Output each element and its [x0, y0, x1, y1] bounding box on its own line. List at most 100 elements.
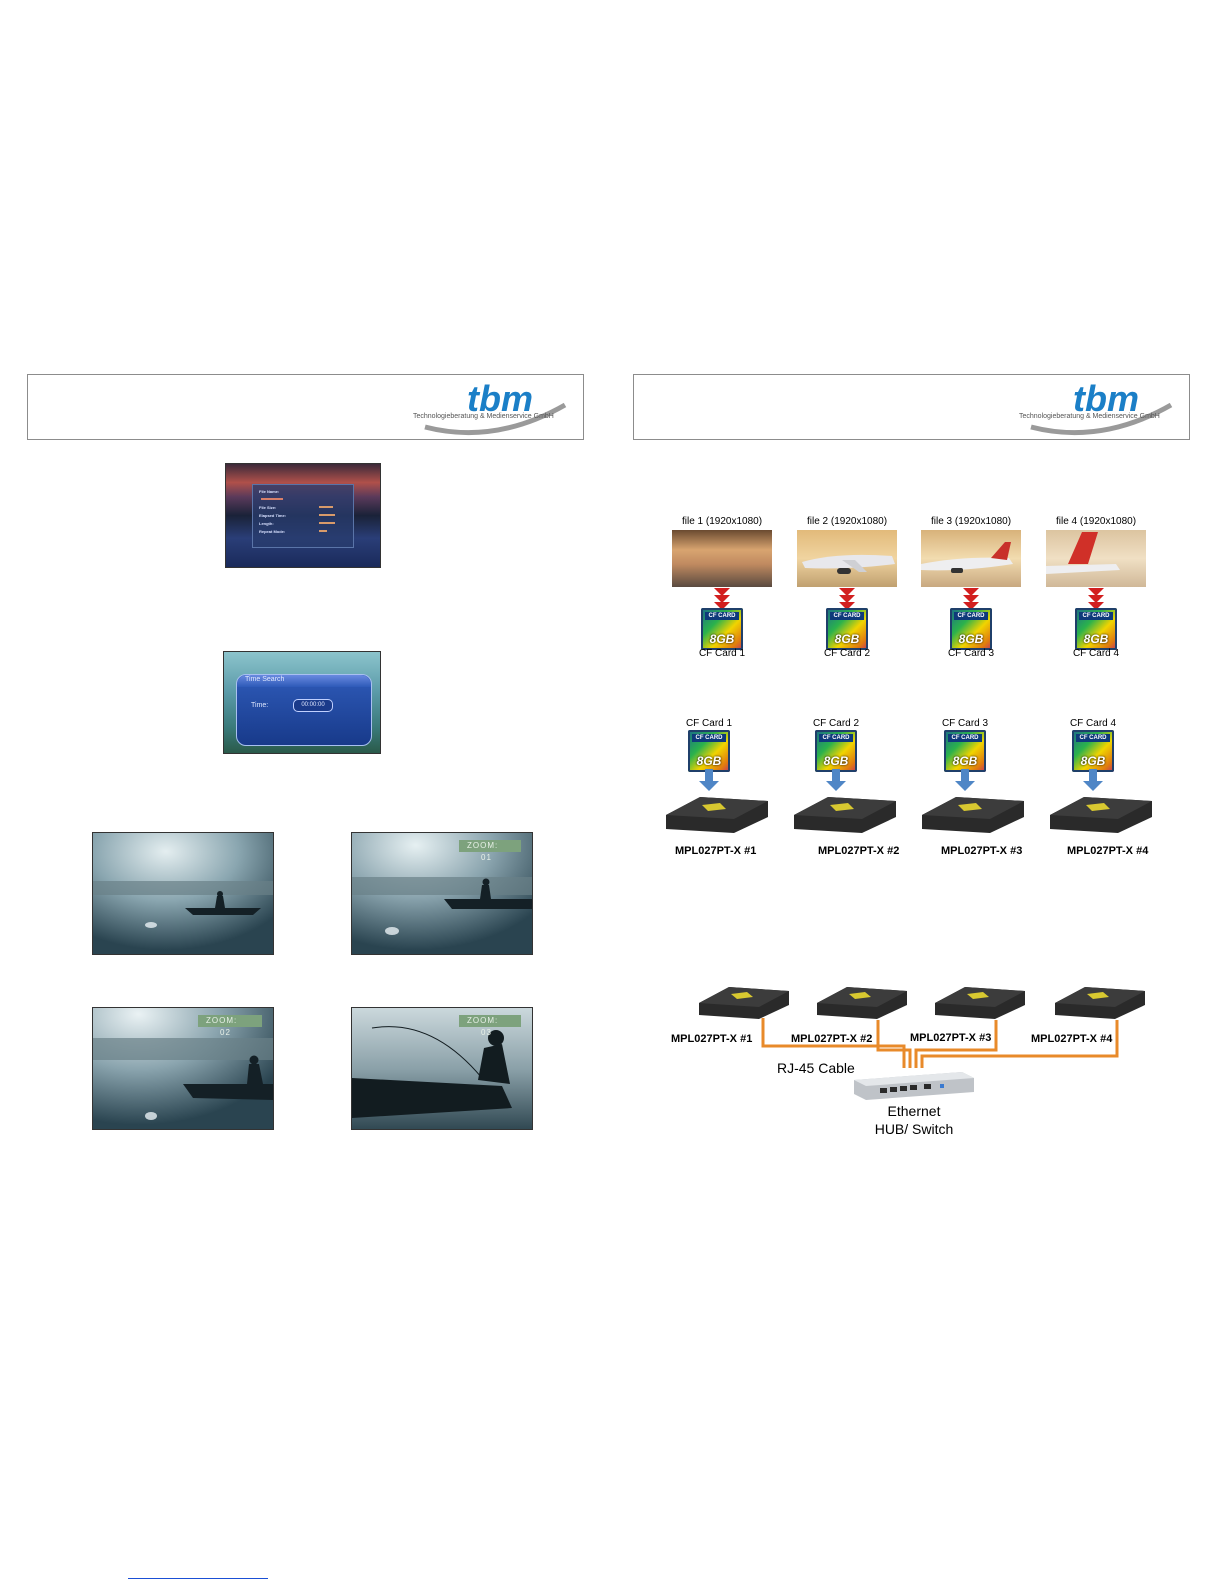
- cf-card-badge-text: CF CARD: [830, 612, 864, 620]
- device-label: MPL027PT-X #3: [910, 1032, 992, 1044]
- download-arrow-icon: [839, 588, 855, 610]
- zoom-value: 01: [481, 853, 492, 862]
- cf-card-icon: CF CARD 8GB: [944, 730, 986, 772]
- logo-subtitle: Technologieberatung & Medienservice GmbH: [413, 413, 554, 420]
- zoom-value: 03: [481, 1028, 492, 1037]
- file-info-label: File Size:: [259, 505, 277, 510]
- zoom-indicator: ZOOM: 03: [459, 1015, 521, 1037]
- cf-card-label: CF Card 2: [823, 648, 871, 659]
- media-player-device-icon: [1050, 797, 1152, 833]
- cf-card-label: CF Card 2: [812, 718, 860, 729]
- download-arrow-icon: [714, 588, 730, 610]
- cf-card-label: CF Card 1: [698, 648, 746, 659]
- media-player-device-icon: [817, 987, 907, 1019]
- file-info-panel: File Name: File Size: Elapsed Time: Leng…: [252, 484, 354, 548]
- logo-text: tbm: [467, 378, 533, 419]
- cf-card-capacity: 8GB: [952, 754, 978, 768]
- cf-card-capacity: 8GB: [1080, 754, 1106, 768]
- elapsed-value-blur: [319, 514, 335, 516]
- cf-card-capacity: 8GB: [958, 632, 984, 646]
- logo-text: tbm: [1073, 378, 1139, 419]
- zoom-label: ZOOM:: [206, 1016, 238, 1025]
- switch-label-line-2: HUB/ Switch: [874, 1121, 954, 1137]
- file-label: file 4 (1920x1080): [1055, 516, 1137, 527]
- cf-card-label: CF Card 4: [1069, 718, 1117, 729]
- zoom-screenshot-4: ZOOM: 03: [351, 1007, 533, 1130]
- cf-card-icon: CF CARD 8GB: [815, 730, 857, 772]
- cf-card-badge-text: CF CARD: [1076, 734, 1110, 742]
- right-page-header: tbm Technologieberatung & Medienservice …: [633, 374, 1190, 440]
- file-name-value-blur: [261, 498, 283, 500]
- zoom-label: ZOOM:: [467, 1016, 499, 1025]
- cf-card-badge-text: CF CARD: [954, 612, 988, 620]
- time-input[interactable]: 00:00:00: [293, 699, 333, 712]
- cf-card-icon: CF CARD 8GB: [701, 608, 743, 650]
- zoom-indicator: ZOOM: 01: [459, 840, 521, 862]
- dialog-title-bar: [237, 675, 371, 687]
- file-info-label: Elapsed Time:: [259, 513, 287, 518]
- time-search-dialog: Time Search Time: 00:00:00: [236, 674, 372, 746]
- time-search-title: Time Search: [245, 676, 285, 683]
- file-thumbnail: [797, 530, 897, 587]
- file-thumbnail: [921, 530, 1021, 587]
- repeat-value-blur: [319, 530, 327, 532]
- cf-card-badge-text: CF CARD: [1079, 612, 1113, 620]
- cf-card-label: CF Card 1: [685, 718, 733, 729]
- ethernet-switch-icon: [854, 1072, 974, 1100]
- insert-arrow-icon: [699, 769, 719, 791]
- time-label: Time:: [251, 702, 269, 709]
- media-player-device-icon: [666, 797, 768, 833]
- zoom-screenshot-1: [92, 832, 274, 955]
- zoom-indicator: ZOOM: 02: [198, 1015, 262, 1037]
- device-label: MPL027PT-X #4: [1031, 1033, 1113, 1045]
- media-player-device-icon: [935, 987, 1025, 1019]
- cf-card-label: CF Card 4: [1072, 648, 1120, 659]
- left-page-header: tbm Technologieberatung & Medienservice …: [27, 374, 584, 440]
- zoom-screenshot-2: ZOOM: 01: [351, 832, 533, 955]
- time-search-screenshot: Time Search Time: 00:00:00: [223, 651, 381, 754]
- zoom-screenshot-3: ZOOM: 02: [92, 1007, 274, 1130]
- insert-arrow-icon: [955, 769, 975, 791]
- download-arrow-icon: [1088, 588, 1104, 610]
- media-player-device-icon: [922, 797, 1024, 833]
- file-label: file 1 (1920x1080): [681, 516, 763, 527]
- cf-card-capacity: 8GB: [696, 754, 722, 768]
- file-info-label: File Name:: [259, 489, 280, 494]
- cf-card-label: CF Card 3: [941, 718, 989, 729]
- file-info-label: Repeat Mode:: [259, 529, 286, 534]
- media-player-device-icon: [699, 987, 789, 1019]
- file-label: file 3 (1920x1080): [930, 516, 1012, 527]
- zoom-label: ZOOM:: [467, 841, 499, 850]
- cf-card-icon: CF CARD 8GB: [950, 608, 992, 650]
- device-label: MPL027PT-X #2: [791, 1033, 873, 1045]
- media-player-device-icon: [1055, 987, 1145, 1019]
- cf-card-badge-text: CF CARD: [705, 612, 739, 620]
- device-label: MPL027PT-X #1: [671, 1033, 753, 1045]
- rj45-cable-label: RJ-45 Cable: [777, 1060, 855, 1076]
- file-label: file 2 (1920x1080): [806, 516, 888, 527]
- zoom-value: 02: [220, 1028, 231, 1037]
- device-label: MPL027PT-X #2: [818, 845, 900, 857]
- device-label: MPL027PT-X #4: [1067, 845, 1149, 857]
- logo-subtitle: Technologieberatung & Medienservice GmbH: [1019, 413, 1160, 420]
- cf-card-capacity: 8GB: [823, 754, 849, 768]
- cf-card-capacity: 8GB: [709, 632, 735, 646]
- insert-arrow-icon: [1083, 769, 1103, 791]
- cf-card-badge-text: CF CARD: [948, 734, 982, 742]
- device-label: MPL027PT-X #1: [675, 845, 757, 857]
- download-arrow-icon: [963, 588, 979, 610]
- footer-link-underline[interactable]: [128, 1578, 268, 1579]
- file-info-screenshot: File Name: File Size: Elapsed Time: Leng…: [225, 463, 381, 568]
- cf-card-capacity: 8GB: [1083, 632, 1109, 646]
- media-player-device-icon: [794, 797, 896, 833]
- switch-label-line-1: Ethernet: [887, 1103, 941, 1119]
- cf-card-badge-text: CF CARD: [819, 734, 853, 742]
- cf-card-label: CF Card 3: [947, 648, 995, 659]
- length-value-blur: [319, 522, 335, 524]
- insert-arrow-icon: [826, 769, 846, 791]
- file-thumbnail: [672, 530, 772, 587]
- device-label: MPL027PT-X #3: [941, 845, 1023, 857]
- cf-card-icon: CF CARD 8GB: [1072, 730, 1114, 772]
